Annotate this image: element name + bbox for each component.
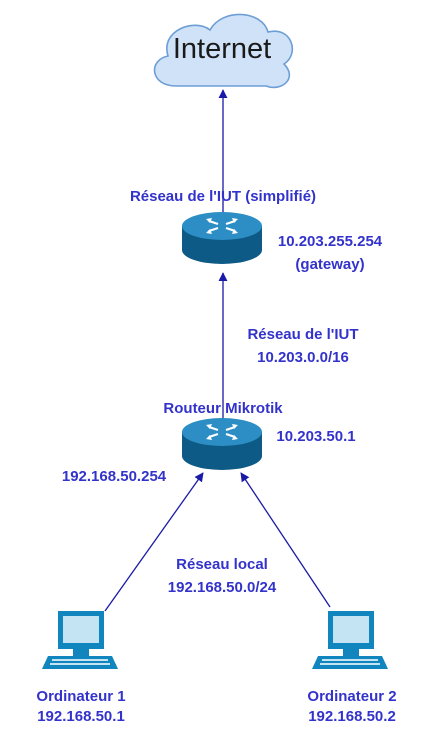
- cloud-icon: [153, 13, 294, 89]
- computer-2-name: Ordinateur 2: [307, 688, 396, 705]
- computer-1-ip: 192.168.50.1: [37, 708, 125, 725]
- iut-router: [182, 212, 262, 264]
- computer-1: [42, 611, 118, 669]
- link-computer-1-to-mikrotik: [104, 472, 204, 612]
- mikrotik-title: Routeur Mikrotik: [163, 400, 283, 417]
- local-network-name: Réseau local: [176, 556, 268, 573]
- cloud-label: Internet: [173, 33, 271, 65]
- iut-router-title: Réseau de l'IUT (simplifié): [130, 188, 316, 205]
- mikrotik-wan-ip: 10.203.50.1: [276, 428, 355, 445]
- links: [104, 89, 331, 612]
- computer-2-ip: 192.168.50.2: [308, 708, 396, 725]
- internet-cloud: Internet: [153, 13, 294, 89]
- local-network-subnet: 192.168.50.0/24: [168, 579, 277, 596]
- mikrotik-lan-ip: 192.168.50.254: [62, 468, 167, 485]
- iut-network-subnet: 10.203.0.0/16: [257, 349, 349, 366]
- iut-router-note: (gateway): [295, 256, 364, 273]
- iut-network-name: Réseau de l'IUT: [247, 326, 358, 343]
- link-computer-2-to-mikrotik: [240, 472, 331, 608]
- computer-1-name: Ordinateur 1: [36, 688, 125, 705]
- computer-icon: [312, 611, 388, 669]
- computer-2: [312, 611, 388, 669]
- iut-router-ip: 10.203.255.254: [278, 233, 383, 250]
- router-icon: [182, 418, 262, 470]
- computer-icon: [42, 611, 118, 669]
- mikrotik-router: [182, 418, 262, 470]
- router-icon: [182, 212, 262, 264]
